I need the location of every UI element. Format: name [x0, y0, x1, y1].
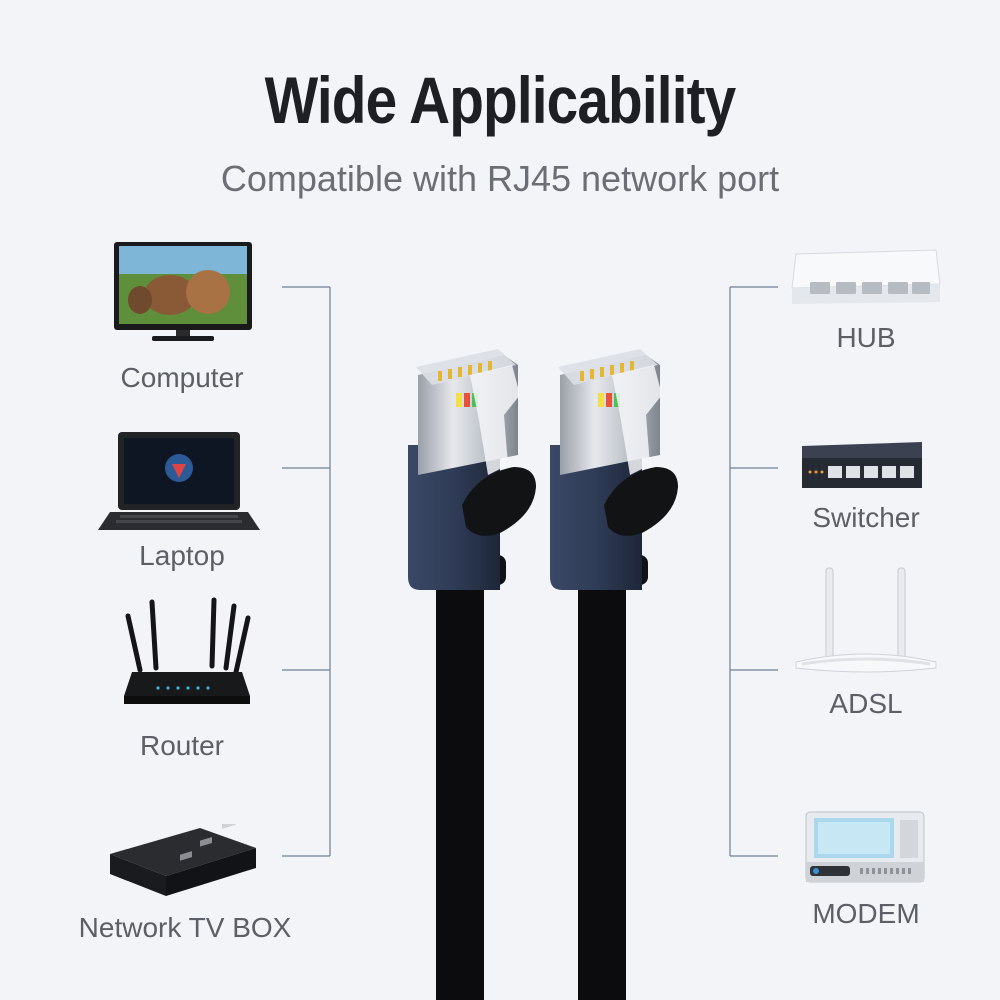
tv-box-icon: [104, 815, 260, 898]
device-label-tv-box: Network TV BOX: [78, 912, 292, 943]
device-label-adsl: ADSL: [829, 688, 903, 719]
page-title: Wide Applicability: [264, 63, 737, 137]
device-label-switcher: Switcher: [812, 502, 920, 533]
device-label-router: Router: [139, 730, 225, 761]
computer-monitor-icon: [110, 240, 256, 346]
device-label-modem: MODEM: [812, 898, 920, 929]
switch-icon: [798, 436, 926, 494]
modem-icon: [804, 808, 926, 892]
adsl-router-icon: [792, 564, 940, 682]
router-icon: [118, 596, 254, 714]
hub-icon: [788, 244, 944, 308]
device-label-hub: HUB: [836, 322, 896, 353]
device-label-computer: Computer: [120, 362, 244, 393]
page-subtitle: Compatible with RJ45 network port: [220, 158, 780, 199]
laptop-icon: [96, 430, 262, 534]
device-label-laptop: Laptop: [139, 540, 225, 571]
